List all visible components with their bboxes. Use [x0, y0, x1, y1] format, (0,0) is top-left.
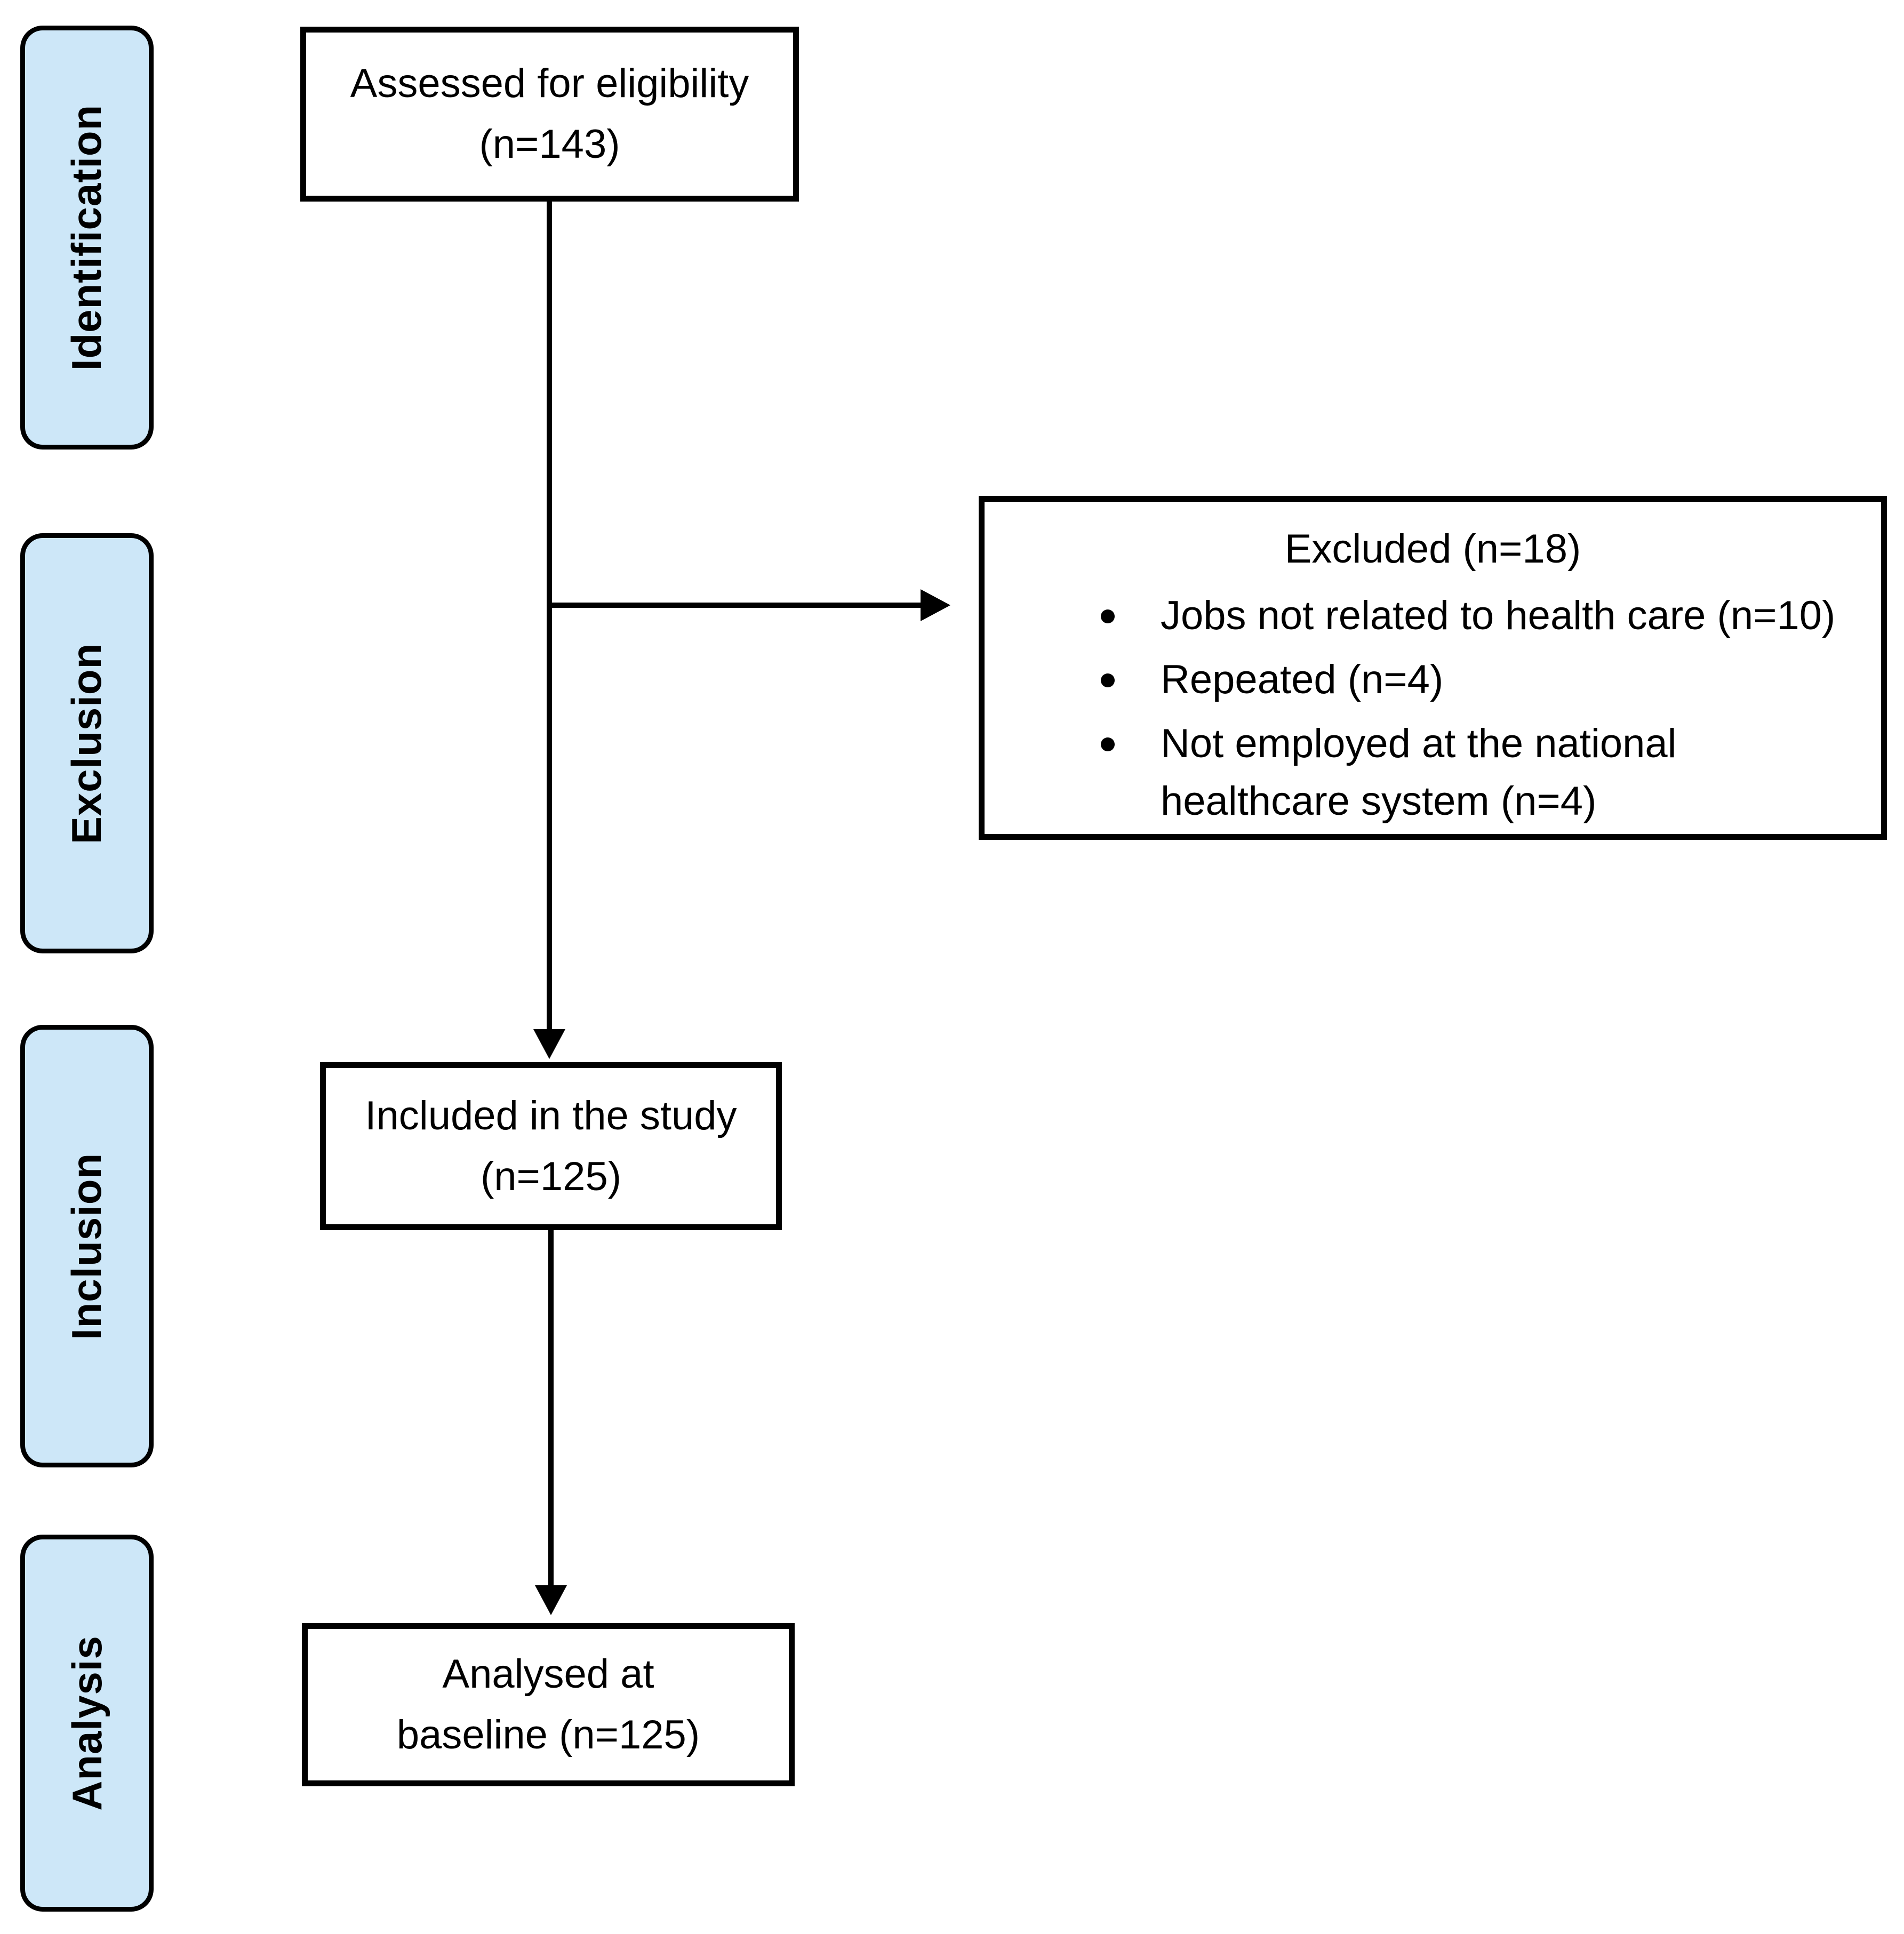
bullet-icon: [1101, 737, 1115, 751]
analysed-at-baseline-box: Analysed at baseline (n=125): [302, 1623, 795, 1786]
stage-label: Analysis: [63, 1635, 110, 1811]
analysed-count: baseline (n=125): [396, 1712, 700, 1758]
assessed-label: Assessed for eligibility: [350, 61, 749, 106]
list-item: Repeated (n=4): [1006, 651, 1860, 709]
stage-exclusion: Exclusion: [20, 533, 154, 953]
stage-label: Inclusion: [63, 1152, 110, 1340]
bullet-icon: [1101, 609, 1115, 624]
stage-label: Exclusion: [63, 643, 110, 844]
list-item: Jobs not related to health care (n=10): [1006, 587, 1860, 645]
connector-included-to-analysed: [548, 1229, 554, 1586]
stage-analysis: Analysis: [20, 1535, 154, 1912]
connector-branch-to-excluded: [549, 603, 923, 608]
arrowhead-down-icon: [533, 1029, 565, 1059]
stage-label: Identification: [63, 104, 110, 371]
excluded-reason: Jobs not related to health care (n=10): [1161, 593, 1836, 639]
assessed-for-eligibility-box: Assessed for eligibility (n=143): [300, 27, 799, 202]
analysed-label: Analysed at: [442, 1651, 654, 1697]
included-in-study-box: Included in the study (n=125): [320, 1062, 782, 1230]
assessed-count: (n=143): [479, 122, 620, 167]
stage-inclusion: Inclusion: [20, 1025, 154, 1467]
list-item: Not employed at the national healthcare …: [1006, 715, 1860, 830]
included-count: (n=125): [480, 1153, 622, 1199]
excluded-reason: Not employed at the national healthcare …: [1161, 721, 1677, 824]
excluded-reason: Repeated (n=4): [1161, 657, 1444, 703]
stage-identification: Identification: [20, 26, 154, 450]
arrowhead-down-icon: [535, 1585, 567, 1615]
arrowhead-right-icon: [921, 589, 950, 621]
included-label: Included in the study: [365, 1093, 737, 1138]
excluded-reasons-list: Jobs not related to health care (n=10) R…: [1006, 587, 1860, 837]
connector-assessed-to-included: [547, 200, 552, 1030]
excluded-box: Excluded (n=18) Jobs not related to heal…: [979, 496, 1887, 840]
bullet-icon: [1101, 673, 1115, 688]
excluded-title: Excluded (n=18): [1284, 526, 1581, 572]
